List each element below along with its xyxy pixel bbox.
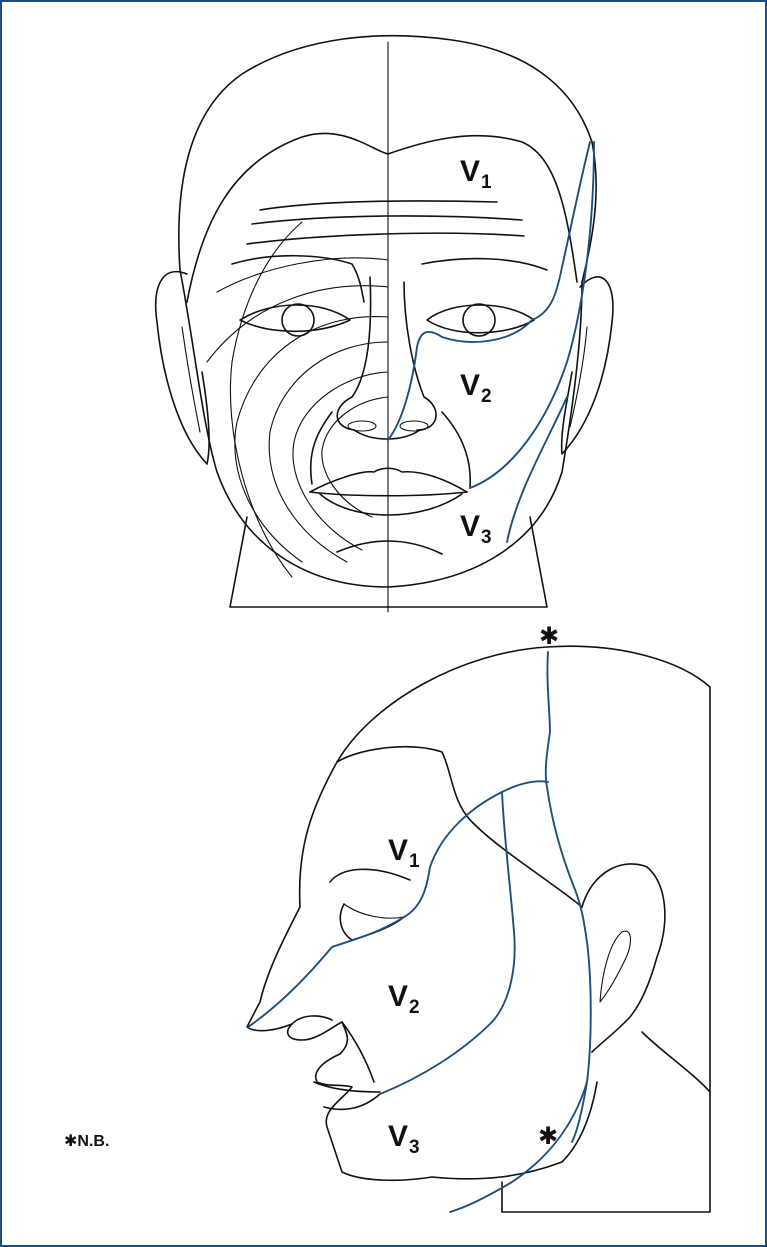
side-brow xyxy=(330,869,410,882)
front-label-v3-sub: 3 xyxy=(481,527,492,548)
side-cheek-line xyxy=(342,1022,374,1082)
front-right-nostril xyxy=(400,421,428,431)
front-left-eye xyxy=(240,305,350,331)
side-neck-line xyxy=(642,1032,710,1092)
jaw-asterisk-icon: ✱ xyxy=(538,1124,558,1148)
side-label-v2-main: V xyxy=(388,980,408,1013)
side-label-v1: V1 xyxy=(388,834,420,868)
onion-skin-lines xyxy=(207,222,388,577)
front-right-brow xyxy=(422,259,547,270)
forehead-wrinkle-1 xyxy=(260,201,497,210)
front-nose-right xyxy=(404,282,436,430)
front-label-v2-main: V xyxy=(460,369,480,402)
front-right-iris xyxy=(463,304,495,336)
front-left-ear xyxy=(156,272,209,464)
front-label-v1-sub: 1 xyxy=(481,172,492,193)
side-face-profile xyxy=(247,762,432,1180)
side-eye-lid xyxy=(344,904,404,918)
nb-text: N.B. xyxy=(77,1133,109,1150)
front-face-drawing xyxy=(2,2,767,622)
side-label-v1-main: V xyxy=(388,834,408,867)
vertex-asterisk-icon: ✱ xyxy=(539,624,559,648)
side-nostril xyxy=(292,1016,332,1024)
front-lower-lip xyxy=(320,494,462,515)
front-label-v2-sub: 2 xyxy=(481,386,492,407)
front-label-v1-main: V xyxy=(460,155,480,188)
side-ear-inner xyxy=(600,931,631,1002)
side-label-v1-sub: 1 xyxy=(409,851,420,872)
front-label-v3-main: V xyxy=(460,510,480,543)
front-hairline xyxy=(187,133,577,302)
side-v3-posterior xyxy=(450,1082,587,1212)
side-face-drawing xyxy=(2,622,767,1242)
side-label-v2-sub: 2 xyxy=(409,997,420,1018)
side-ear xyxy=(582,864,665,1052)
front-chin xyxy=(337,541,442,554)
side-label-v3: V3 xyxy=(388,1120,420,1154)
front-right-eye xyxy=(427,305,534,333)
front-label-v3: V3 xyxy=(460,510,492,544)
forehead-wrinkle-2 xyxy=(252,216,522,224)
nb-note: ✱N.B. xyxy=(64,1131,109,1151)
side-label-v3-sub: 3 xyxy=(409,1137,420,1158)
side-label-v3-main: V xyxy=(388,1120,408,1153)
front-right-nasolabial xyxy=(442,412,470,487)
nb-asterisk-icon: ✱ xyxy=(64,1133,77,1150)
front-left-nostril xyxy=(348,421,376,431)
front-left-nasolabial xyxy=(311,412,332,484)
front-left-brow xyxy=(232,256,364,302)
side-label-v2: V2 xyxy=(388,980,420,1014)
front-left-ear-inner xyxy=(182,327,200,432)
front-label-v1: V1 xyxy=(460,155,492,189)
side-jaw-line xyxy=(432,1082,597,1179)
front-label-v2: V2 xyxy=(460,369,492,403)
